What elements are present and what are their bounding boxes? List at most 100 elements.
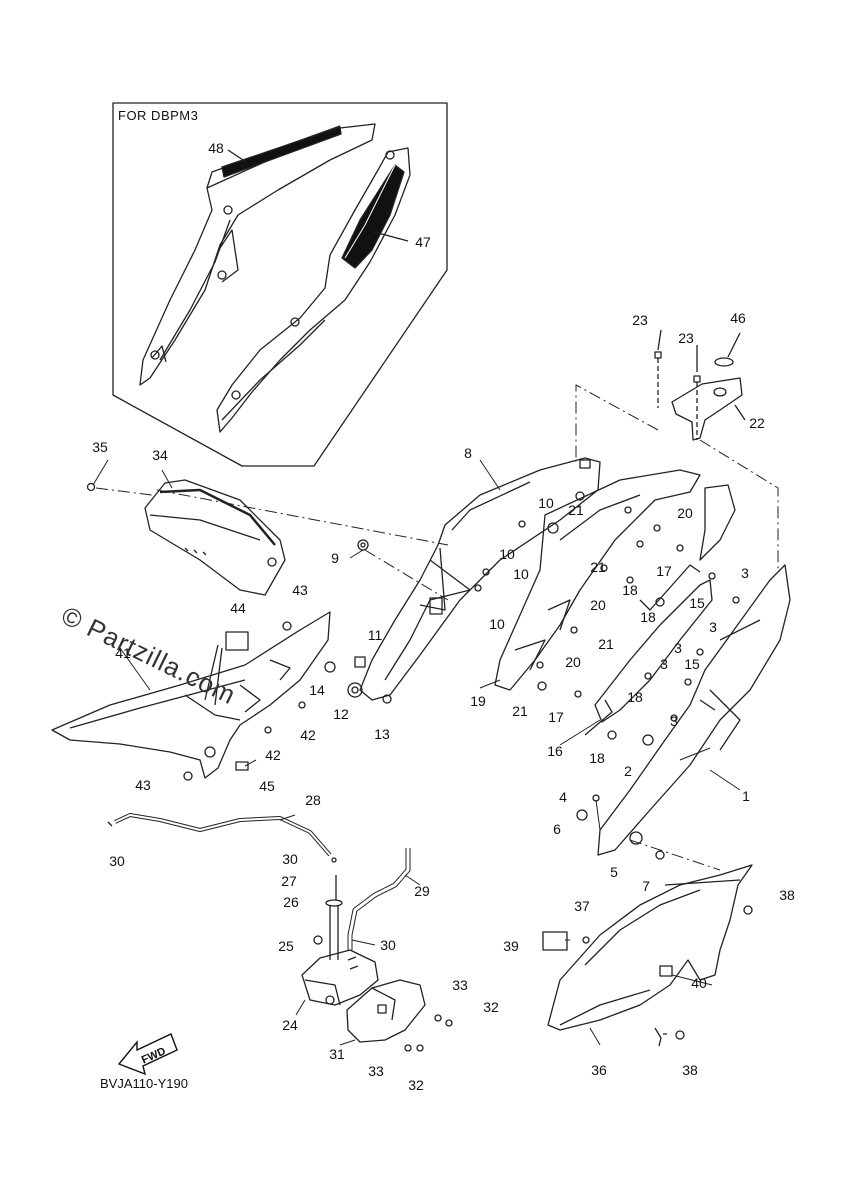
part-label[interactable]: 12	[333, 706, 349, 722]
part-41-side-cover	[51, 611, 331, 779]
part-36-tab	[654, 1027, 667, 1047]
part-label[interactable]: 33	[368, 1063, 384, 1079]
part-label[interactable]: 29	[414, 883, 430, 899]
part-label[interactable]: 25	[278, 938, 294, 954]
part-label[interactable]: 20	[677, 505, 693, 521]
part-label[interactable]: 17	[548, 709, 564, 725]
part-label[interactable]: 7	[642, 878, 650, 894]
part-label[interactable]: 22	[749, 415, 765, 431]
part-label[interactable]: 6	[553, 821, 561, 837]
part-46-clip	[714, 357, 734, 367]
part-label[interactable]: 38	[779, 887, 795, 903]
part-label[interactable]: 16	[547, 743, 563, 759]
part-label[interactable]: 18	[627, 689, 643, 705]
part-1-side-cover	[597, 564, 791, 856]
part-label[interactable]: 48	[208, 140, 224, 156]
part-34-cover	[144, 479, 286, 596]
part-label[interactable]: 18	[640, 609, 656, 625]
part-label[interactable]: 4	[559, 789, 567, 805]
part-36-lower-cover	[547, 864, 753, 1031]
part-label[interactable]: 3	[674, 640, 682, 656]
part-label[interactable]: 3	[660, 656, 668, 672]
part-label[interactable]: 43	[292, 582, 308, 598]
part-label[interactable]: 13	[374, 726, 390, 742]
part-label[interactable]: 18	[622, 582, 638, 598]
part-label[interactable]: 10	[489, 616, 505, 632]
part-label[interactable]: 30	[282, 851, 298, 867]
part-label[interactable]: 21	[512, 703, 528, 719]
part-label[interactable]: 10	[538, 495, 554, 511]
part-label[interactable]: 36	[591, 1062, 607, 1078]
fasteners	[86, 482, 753, 1040]
part-label[interactable]: 37	[574, 898, 590, 914]
part-label[interactable]: 8	[464, 445, 472, 461]
part-22-bracket	[671, 377, 743, 441]
part-label[interactable]: 19	[470, 693, 486, 709]
part-label[interactable]: 35	[92, 439, 108, 455]
part-label[interactable]: 3	[670, 713, 678, 729]
part-label[interactable]: 42	[300, 727, 316, 743]
part-23-bolts	[654, 351, 701, 440]
part-label[interactable]: 27	[281, 873, 297, 889]
part-label[interactable]: 3	[741, 565, 749, 581]
part-24-tank	[301, 935, 379, 1006]
part-label[interactable]: 2	[624, 763, 632, 779]
part-label[interactable]: 5	[610, 864, 618, 880]
part-label[interactable]: 28	[305, 792, 321, 808]
part-label[interactable]: 44	[230, 600, 246, 616]
part-28-hose	[114, 813, 332, 857]
part-label[interactable]: 32	[483, 999, 499, 1015]
part-label[interactable]: 32	[408, 1077, 424, 1093]
part-31-tank	[346, 979, 426, 1043]
diagram-code: BVJA110-Y190	[100, 1076, 188, 1091]
part-label[interactable]: 11	[367, 627, 383, 643]
inset-frame	[112, 102, 448, 467]
part-label[interactable]: 42	[265, 747, 281, 763]
part-label[interactable]: 47	[415, 234, 431, 250]
part-label[interactable]: 10	[499, 546, 515, 562]
part-8-side-frame	[359, 457, 601, 701]
part-44-pad	[225, 631, 249, 651]
leader-48	[227, 149, 247, 163]
part-26-valve	[325, 857, 343, 960]
part-label[interactable]: 10	[513, 566, 529, 582]
fasteners-lower	[404, 1014, 453, 1052]
part-label[interactable]: 30	[380, 937, 396, 953]
part-label[interactable]: 17	[656, 563, 672, 579]
part-label[interactable]: 21	[598, 636, 614, 652]
part-label[interactable]: 9	[331, 550, 339, 566]
part-label[interactable]: 15	[689, 595, 705, 611]
part-label[interactable]: 14	[309, 682, 325, 698]
part-label[interactable]: 21	[568, 502, 584, 518]
part-label[interactable]: 39	[503, 938, 519, 954]
part-label[interactable]: 26	[283, 894, 299, 910]
part-label[interactable]: 23	[678, 330, 694, 346]
part-label[interactable]: 24	[282, 1017, 298, 1033]
part-16-bracket	[584, 564, 713, 736]
inset-left-cover	[139, 123, 376, 386]
part-19-inner-frame	[494, 469, 736, 691]
part-label[interactable]: 34	[152, 447, 168, 463]
part-label[interactable]: 23	[632, 312, 648, 328]
inset-right-cover	[216, 147, 411, 433]
part-label[interactable]: 18	[589, 750, 605, 766]
part-label[interactable]: 40	[691, 975, 707, 991]
part-label[interactable]: 45	[259, 778, 275, 794]
leader-lines	[92, 459, 741, 1046]
part-label[interactable]: 3	[709, 619, 717, 635]
part-label[interactable]: 15	[684, 656, 700, 672]
part-29-hose	[347, 848, 411, 950]
part-label[interactable]: 20	[565, 654, 581, 670]
part-label[interactable]: 38	[682, 1062, 698, 1078]
part-label[interactable]: 31	[329, 1046, 345, 1062]
part-label[interactable]: 43	[135, 777, 151, 793]
part-label[interactable]: 41	[115, 645, 131, 661]
part-label[interactable]: 1	[742, 788, 750, 804]
part-label[interactable]: 33	[452, 977, 468, 993]
part-label[interactable]: 21	[590, 559, 606, 575]
part-label[interactable]: 30	[109, 853, 125, 869]
part-label[interactable]: 20	[590, 597, 606, 613]
part-label[interactable]: 46	[730, 310, 746, 326]
